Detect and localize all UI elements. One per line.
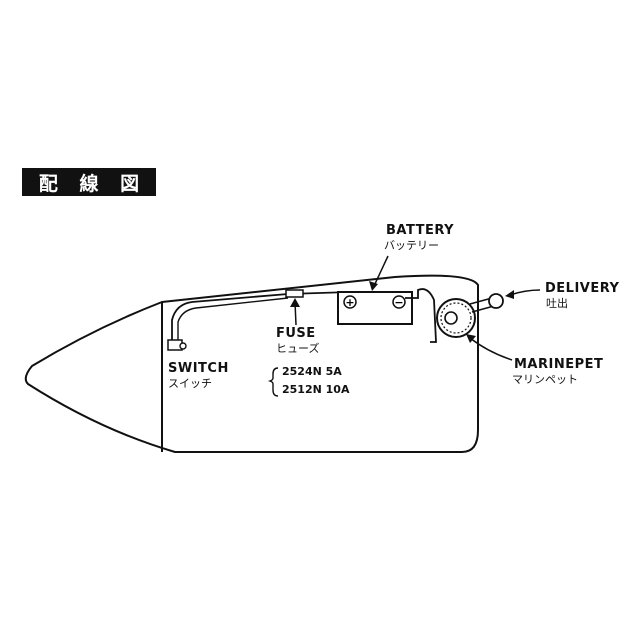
title-char-1: 配	[38, 172, 58, 195]
fuse-label-jp: ヒューズ	[276, 342, 320, 355]
fuse-icon	[285, 289, 304, 298]
fuse-label: FUSE	[276, 326, 316, 341]
wire-battery-pump	[405, 288, 437, 343]
marinepet-label: MARINEPET	[514, 357, 604, 372]
battery-plus-symbol: +	[345, 296, 354, 309]
arrow-battery-head	[369, 281, 378, 291]
switch-knob-icon	[179, 342, 187, 350]
delivery-label-jp: 吐出	[546, 297, 568, 310]
fuse-spec-1: 2524N 5A	[282, 365, 342, 378]
wire-main	[171, 291, 351, 342]
battery-minus-terminal	[392, 295, 406, 309]
arrow-battery	[373, 255, 389, 287]
title-char-3: 図	[120, 172, 140, 195]
delivery-pipe	[469, 297, 495, 313]
battery-label-jp: バッテリー	[384, 239, 439, 252]
marinepet-label-jp: マリンペット	[512, 373, 578, 386]
arrow-fuse-head	[290, 298, 300, 307]
marinepet-pump-core	[444, 311, 458, 325]
boat-hull	[24, 274, 479, 453]
arrow-delivery-head	[505, 290, 514, 299]
delivery-outlet-icon	[488, 293, 504, 309]
title-char-2: 線	[79, 172, 99, 195]
switch-label-jp: スイッチ	[168, 377, 212, 390]
spec-bracket	[267, 367, 279, 397]
battery-plus-terminal	[343, 295, 357, 309]
arrow-marinepet-head	[466, 334, 476, 343]
arrow-delivery	[509, 289, 541, 296]
wire-main-inner	[177, 297, 289, 342]
marinepet-pump-gear	[440, 302, 472, 334]
switch-label: SWITCH	[168, 361, 229, 376]
arrow-marinepet	[469, 337, 513, 361]
fuse-spec-2: 2512N 10A	[282, 383, 350, 396]
battery-minus-symbol: −	[394, 296, 403, 309]
delivery-label: DELIVERY	[545, 281, 620, 296]
battery-label: BATTERY	[386, 223, 455, 238]
diagram-title: 配 線 図	[22, 168, 156, 196]
